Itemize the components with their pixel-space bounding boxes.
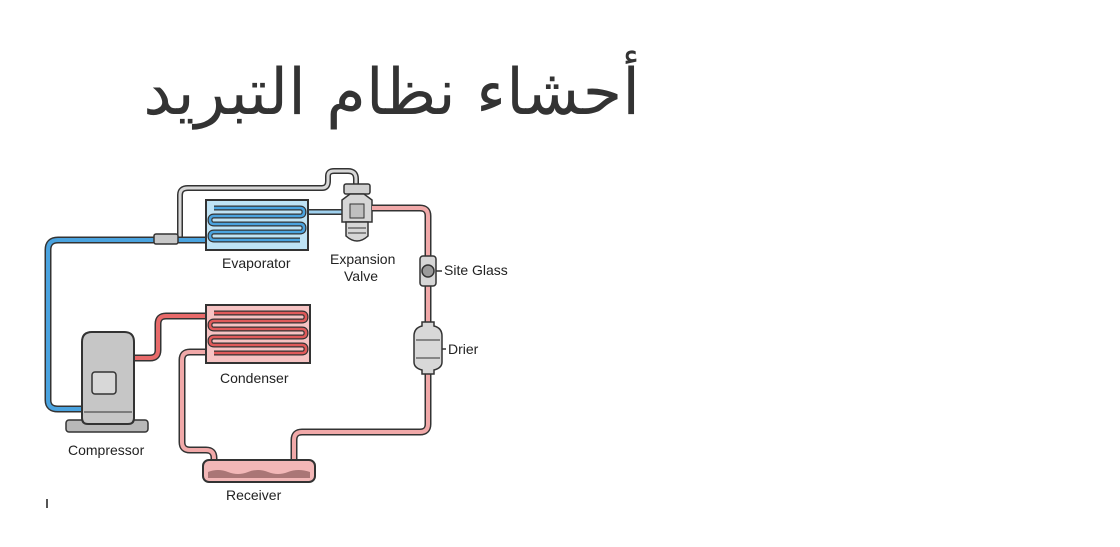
discharge-line bbox=[130, 312, 210, 362]
slide-corner-mark bbox=[46, 499, 48, 508]
expansion-valve-label-line2: Valve bbox=[344, 268, 378, 284]
suction-bulb bbox=[153, 233, 179, 245]
compressor bbox=[65, 331, 149, 433]
receiver-label: Receiver bbox=[226, 487, 282, 503]
sensing-line bbox=[177, 168, 359, 238]
slide-title: أحشاء نظام التبريد bbox=[143, 56, 640, 130]
liquid-line bbox=[290, 204, 432, 470]
evaporator bbox=[205, 199, 309, 251]
expansion-valve-label-line1: Expansion bbox=[330, 251, 395, 267]
condenser bbox=[205, 304, 311, 364]
drier-label: Drier bbox=[448, 341, 479, 357]
condenser-label: Condenser bbox=[220, 370, 289, 386]
sight-glass bbox=[419, 255, 442, 287]
sight-glass-label: Site Glass bbox=[444, 262, 508, 278]
receiver bbox=[202, 459, 316, 483]
drier bbox=[413, 321, 446, 375]
compressor-label: Compressor bbox=[68, 442, 145, 458]
condenser-outlet-line bbox=[178, 348, 218, 470]
expansion-valve bbox=[341, 183, 373, 242]
evaporator-label: Evaporator bbox=[222, 255, 291, 271]
suction-line bbox=[44, 233, 206, 413]
